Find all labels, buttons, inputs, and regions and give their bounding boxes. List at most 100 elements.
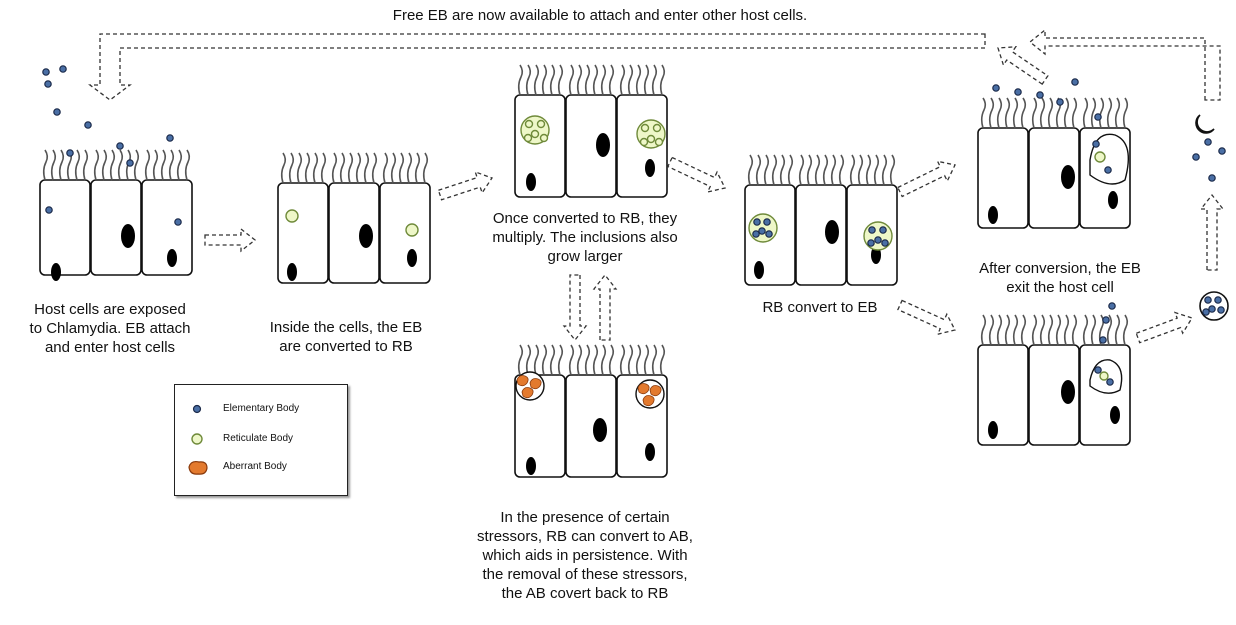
microvillus (1012, 97, 1019, 129)
microvillus (109, 149, 116, 181)
microvillus (549, 344, 556, 376)
elementary-body (1214, 296, 1222, 304)
microvillus (168, 149, 175, 181)
elementary-body (44, 80, 52, 88)
elementary-body (1036, 91, 1044, 99)
microvillus (1071, 97, 1078, 129)
microvillus (659, 344, 666, 376)
microvillus (1039, 97, 1046, 129)
microvillus (347, 152, 354, 184)
reticulate-body (652, 123, 662, 133)
reticulate-body (1094, 151, 1106, 163)
microvillus (390, 152, 397, 184)
legend-label: Aberrant Body (223, 461, 287, 472)
nucleus (359, 224, 373, 248)
microvillus (1114, 97, 1121, 129)
nucleus (1061, 380, 1075, 404)
aberrant-body (516, 375, 529, 387)
epithelial-cell-panel (744, 154, 898, 286)
microvillus (517, 344, 524, 376)
microvillus (1039, 314, 1046, 346)
elementary-body (66, 149, 74, 157)
nucleus (167, 249, 177, 267)
epithelial-cell-panel (514, 344, 668, 478)
dashed-arrow (592, 273, 618, 341)
microvillus (296, 152, 303, 184)
microvillus (1004, 314, 1011, 346)
microvillus (576, 64, 583, 96)
microvillus (1020, 97, 1027, 129)
elementary-body (1102, 316, 1110, 324)
nucleus (754, 261, 764, 279)
dashed-arrow (997, 46, 1049, 86)
arrow-outline (437, 170, 493, 201)
microvillus (584, 64, 591, 96)
microvillus (763, 154, 770, 186)
elementary-body (758, 227, 766, 235)
elementary-body (1014, 88, 1022, 96)
microvillus (1004, 97, 1011, 129)
host-cell (141, 179, 193, 276)
microvillus (988, 97, 995, 129)
reticulate-body (524, 119, 534, 129)
microvillus (635, 64, 642, 96)
host-cell (39, 179, 91, 276)
elementary-body (45, 206, 53, 214)
host-cell (277, 182, 329, 284)
epithelial-cell-panel (39, 149, 193, 281)
microvillus (838, 154, 845, 186)
microvillus (541, 344, 548, 376)
host-cell (1028, 344, 1080, 446)
microvillus (371, 152, 378, 184)
arrow-outline (666, 156, 726, 193)
elementary-body (879, 226, 887, 234)
elementary-body (868, 226, 876, 234)
microvillus (1114, 314, 1121, 346)
elementary-body (1056, 98, 1064, 106)
microvillus (304, 152, 311, 184)
aberrant-body (637, 383, 650, 395)
elementary-body (752, 230, 760, 238)
microvillus (280, 152, 287, 184)
microvillus (627, 64, 634, 96)
dashed-arrow (204, 227, 257, 253)
microvillus (42, 149, 49, 181)
reticulate-body (640, 123, 650, 133)
microvillus (600, 64, 607, 96)
microvillus (1106, 97, 1113, 129)
microvillus (101, 149, 108, 181)
nucleus (1061, 165, 1075, 189)
elementary-body (126, 159, 134, 167)
elementary-body (1202, 308, 1210, 316)
legend-item-reticulate: Reticulate Body (183, 429, 343, 449)
caption-line: Host cells are exposed (34, 301, 186, 318)
microvillus (881, 154, 888, 186)
microvillus (568, 64, 575, 96)
microvillus (541, 64, 548, 96)
microvillus (576, 344, 583, 376)
microvillus (1020, 314, 1027, 346)
elementary-body (59, 65, 67, 73)
elementary-body (1204, 138, 1212, 146)
elementary-body (116, 142, 124, 150)
nucleus (645, 443, 655, 461)
reticulate-body (1099, 371, 1109, 381)
microvillus (830, 154, 837, 186)
caption-line: to Chlamydia. EB attach (29, 320, 191, 337)
elementary-body (1208, 174, 1216, 182)
microvillus (406, 152, 413, 184)
epithelial-cell-panel (977, 302, 1131, 446)
inclusion (1089, 133, 1129, 185)
host-cell (1028, 127, 1080, 229)
host-cell (565, 94, 617, 198)
microvillus (1047, 314, 1054, 346)
microvillus (873, 154, 880, 186)
microvillus (659, 64, 666, 96)
nucleus (287, 263, 297, 281)
elementary-body (1092, 140, 1100, 148)
nucleus (51, 263, 61, 281)
elementary-body (53, 108, 61, 116)
microvillus (117, 149, 124, 181)
microvillus (1031, 314, 1038, 346)
elementary-body (1094, 113, 1102, 121)
